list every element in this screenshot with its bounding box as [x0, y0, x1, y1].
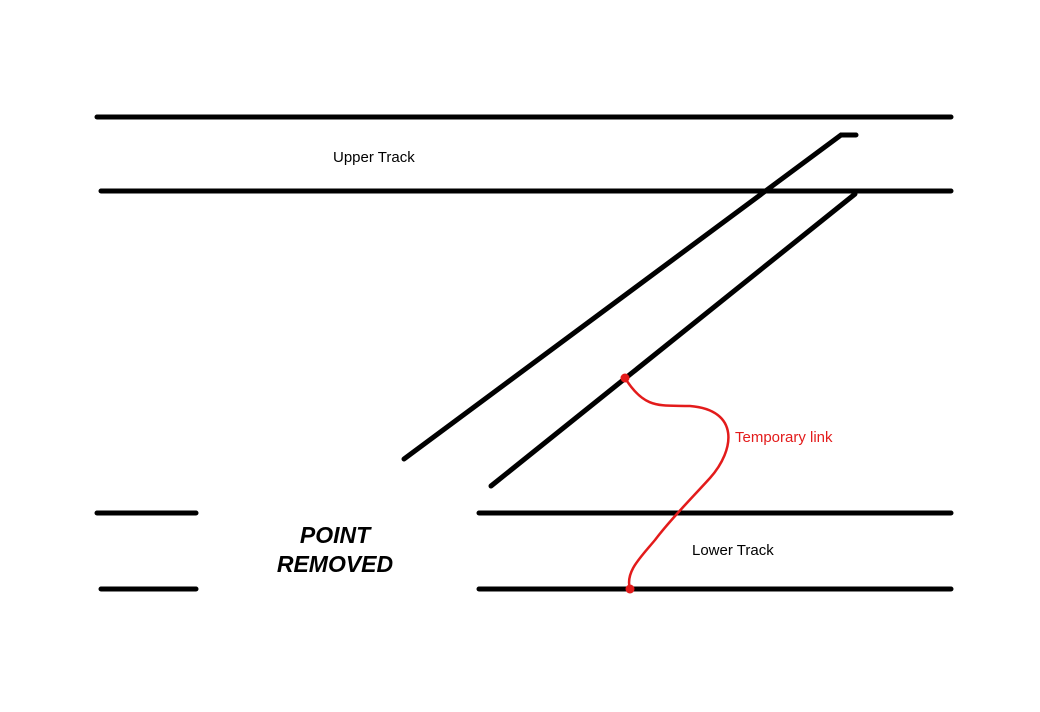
point-removed-line2: REMOVED	[277, 551, 393, 577]
temporary-link-label: Temporary link	[735, 429, 833, 446]
lower-track: Lower Track	[94, 510, 954, 592]
temporary-link: Temporary link	[620, 373, 833, 594]
point-removed-line1: POINT	[300, 522, 372, 548]
upper-track-label: Upper Track	[333, 149, 415, 166]
point-removed-annotation: POINT REMOVED	[277, 522, 393, 577]
lower-track-label: Lower Track	[692, 542, 774, 559]
temporary-link-bottom-joint	[625, 584, 635, 594]
temporary-link-wire	[623, 377, 730, 590]
diagonal-rail-right	[488, 191, 858, 489]
upper-track: Upper Track	[94, 114, 954, 194]
diagonal-rail-left	[401, 132, 859, 462]
temporary-link-top-joint	[620, 373, 630, 383]
diagonal-crossover	[401, 132, 859, 489]
